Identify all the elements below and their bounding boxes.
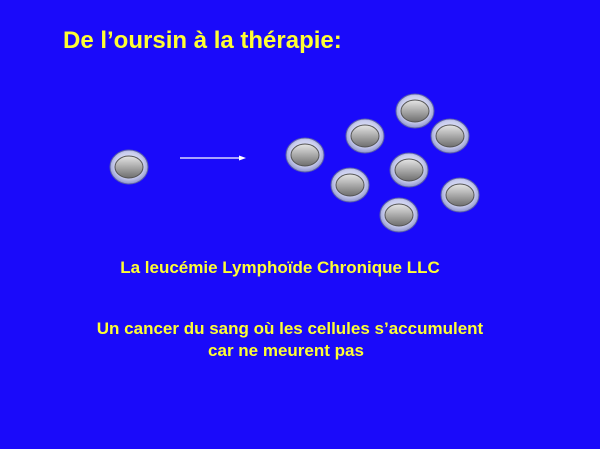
cell: [440, 177, 480, 213]
cell: [379, 197, 419, 233]
disease-name: La leucémie Lymphoïde Chronique LLC: [120, 258, 440, 277]
cell: [430, 118, 470, 154]
cell: [395, 93, 435, 129]
cell: [389, 152, 429, 188]
slide-title: De l’oursin à la thérapie:: [63, 27, 342, 54]
arrow-icon: [180, 155, 246, 161]
cell: [285, 137, 325, 173]
accumulated-cells: [285, 93, 480, 233]
single-cell: [109, 149, 149, 185]
description-line-2: car ne meurent pas: [208, 341, 364, 360]
cell: [330, 167, 370, 203]
cell: [345, 118, 385, 154]
description-line-1: Un cancer du sang où les cellules s’accu…: [96, 319, 484, 338]
